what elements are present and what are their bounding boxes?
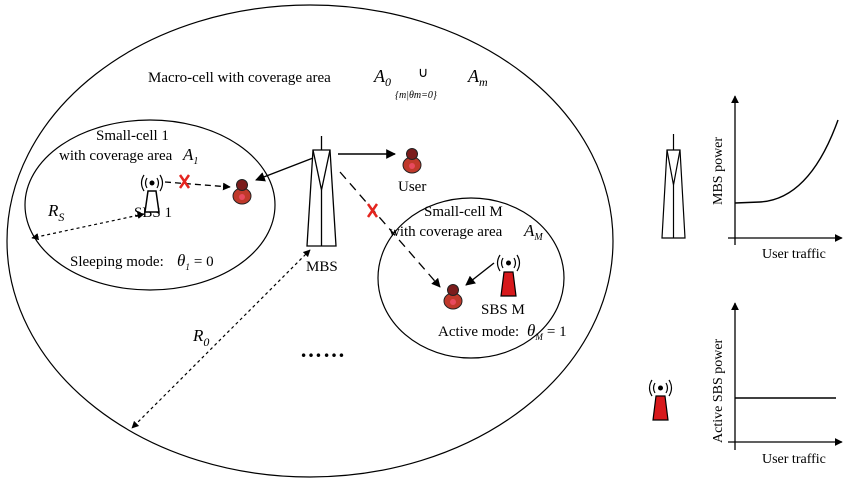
- small-cell-m-title: Small-cell M: [424, 204, 503, 220]
- small-cell-m-area-symbol: AM: [523, 221, 543, 243]
- mbs-power-curve: [734, 119, 839, 204]
- union-symbol: ∪: [418, 66, 428, 81]
- sbs-m-icon: [496, 254, 521, 297]
- small-cell-m-theta: θM= 1: [527, 321, 567, 342]
- small-cell-1-area-symbol: A1: [182, 145, 198, 167]
- small-cell-1-theta: θ1= 0: [177, 251, 214, 272]
- ellipsis-more-cells: ……: [300, 337, 346, 362]
- user-icon-cell-m: [443, 284, 463, 310]
- mbs-chart-ylabel: MBS power: [711, 137, 726, 205]
- small-cell-m-boundary: [377, 197, 565, 359]
- macro-cell-symbol-a0: A0: [373, 66, 391, 89]
- small-cell-1-mode: Sleeping mode:: [70, 254, 164, 270]
- mbs-label: MBS: [306, 259, 338, 275]
- small-cell-m-subtitle: with coverage area: [389, 224, 503, 240]
- union-subscript: {m|θm=0}: [395, 90, 437, 101]
- macro-cell-label: Macro-cell with coverage area: [148, 70, 331, 86]
- user-label: User: [398, 179, 426, 195]
- sbs-m-link: [465, 262, 495, 286]
- sbs-active-small-icon: [648, 379, 673, 421]
- rs-label: RS: [47, 201, 64, 224]
- sbs-chart-xlabel: User traffic: [762, 452, 826, 467]
- macro-cell-symbol-am: Am: [467, 66, 488, 89]
- blocked-mark-cell-m: [366, 203, 379, 218]
- rs-radius-arrow: [31, 211, 145, 241]
- mbs-to-user-1-link: [255, 157, 314, 182]
- small-cell-1-subtitle: with coverage area: [59, 148, 173, 164]
- macro-cell-boundary: [6, 4, 614, 478]
- r0-radius-arrow: [131, 249, 311, 429]
- mbs-tower-small-icon: [661, 134, 686, 239]
- sbs-chart-ylabel: Active SBS power: [711, 338, 726, 443]
- sbs-m-label: SBS M: [481, 302, 525, 318]
- mbs-power-chart: MBS power User traffic: [711, 95, 843, 262]
- mbs-to-user-m-link: [339, 171, 441, 288]
- r0-label: R0: [192, 326, 209, 349]
- mbs-chart-xlabel: User traffic: [762, 247, 826, 262]
- user-icon-macro: [402, 148, 422, 174]
- sbs-1-link: [164, 181, 231, 191]
- small-cell-m-mode: Active mode:: [438, 324, 519, 340]
- mbs-tower-icon: [306, 136, 337, 247]
- small-cell-1-title: Small-cell 1: [96, 128, 169, 144]
- sbs-1-icon: [140, 174, 164, 213]
- user-icon-cell-1: [232, 179, 252, 205]
- blocked-mark-cell-1: [178, 174, 191, 189]
- sbs-power-chart: Active SBS power User traffic: [711, 302, 843, 467]
